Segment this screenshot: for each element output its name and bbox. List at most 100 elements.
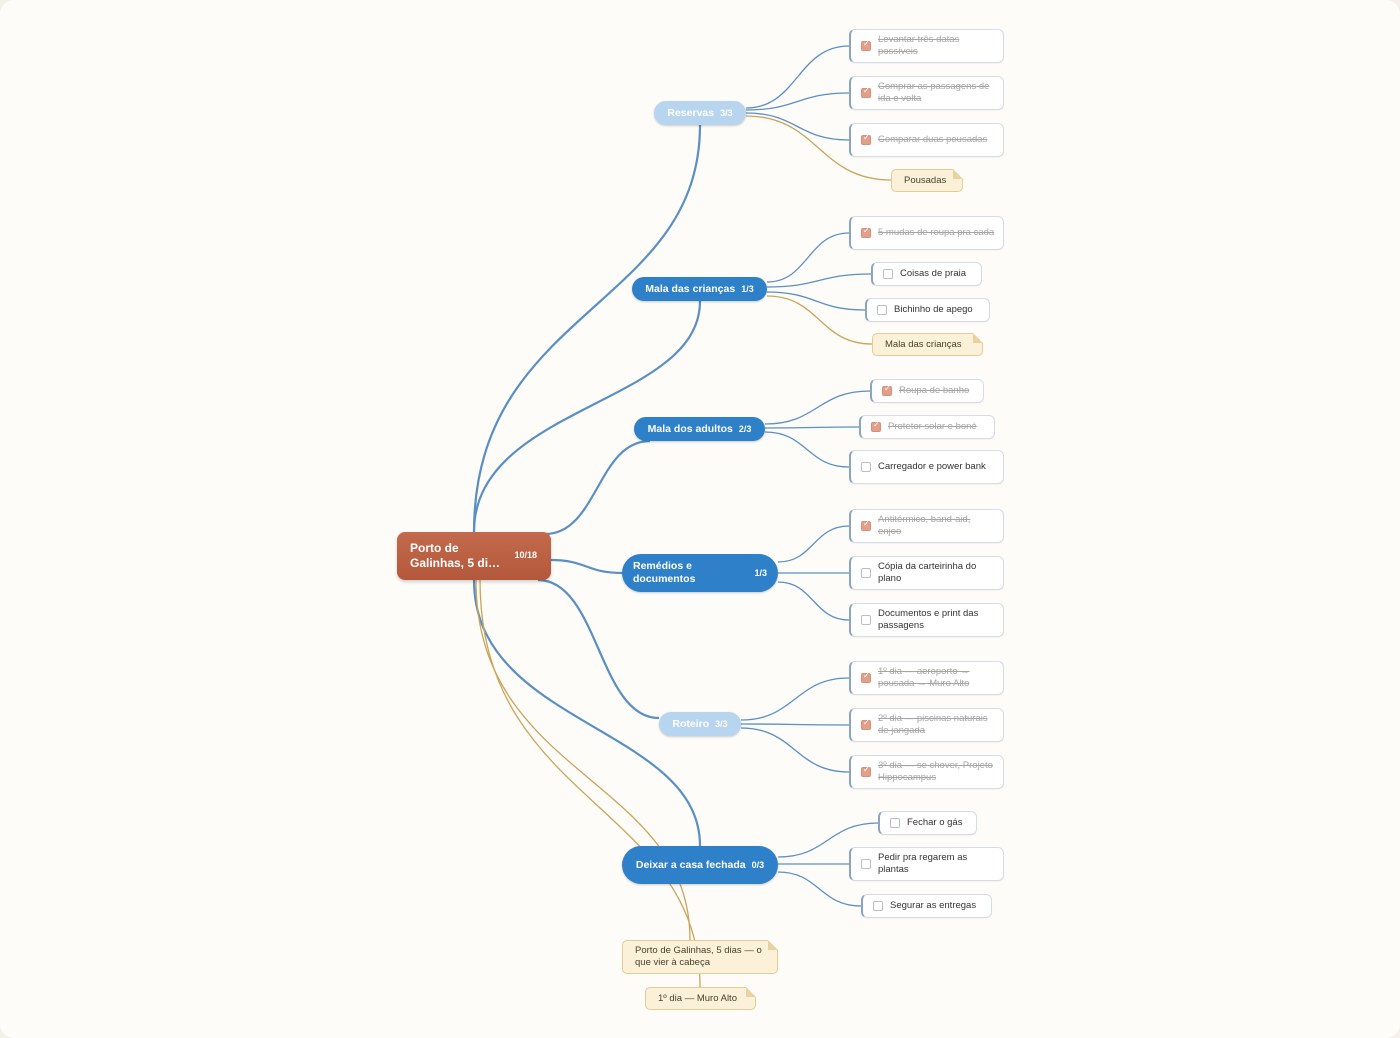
task-label: Carregador e power bank: [878, 461, 986, 472]
branch-progress-count: 2/3: [738, 424, 752, 434]
branch-progress-count: 0/3: [751, 860, 765, 870]
branch-note-link: [766, 295, 873, 345]
branch-node-mala-dos-adultos[interactable]: Mala dos adultos 2/3: [634, 417, 765, 441]
branch-task-link: [745, 92, 850, 111]
root-branch-link: [544, 439, 651, 536]
checkbox[interactable]: [861, 519, 871, 531]
checkbox[interactable]: [882, 384, 892, 396]
task-item[interactable]: Pedir pra regarem as plantas: [849, 847, 1004, 881]
task-label: Levantar três datas possíveis: [878, 34, 960, 57]
branch-node-mala-das-criancas[interactable]: Mala das crianças 1/3: [632, 277, 767, 301]
root-note-link: [479, 579, 701, 988]
checkbox[interactable]: [861, 226, 871, 238]
branch-task-link: [777, 525, 850, 563]
checkbox[interactable]: [861, 86, 871, 98]
root-branch-link: [537, 578, 660, 720]
branch-task-link: [764, 426, 860, 429]
branch-node-remedios-e-documentos[interactable]: Remédios e documentos 1/3: [622, 554, 778, 592]
checkbox[interactable]: [861, 133, 871, 145]
task-item[interactable]: 5 mudas de roupa pra cada: [849, 216, 1004, 250]
task-label: 5 mudas de roupa pra cada: [878, 227, 995, 238]
note-label: Pousadas: [904, 174, 947, 186]
task-label: Cópia da carteirinha do plano: [878, 561, 977, 584]
branch-label: Remédios e documentos: [633, 560, 696, 585]
branch-label: Mala dos adultos: [647, 423, 733, 435]
checkbox[interactable]: [861, 39, 871, 51]
branch-task-link: [766, 291, 866, 311]
checkbox[interactable]: [877, 305, 887, 315]
branch-task-link: [766, 232, 850, 283]
task-item[interactable]: Comparar duas pousadas: [849, 123, 1004, 157]
task-item[interactable]: Comprar as passagens de ida e volta: [849, 76, 1004, 110]
checkbox[interactable]: [861, 765, 871, 777]
task-item[interactable]: 2º dia — piscinas naturais de jangada: [849, 708, 1004, 742]
checkbox[interactable]: [861, 568, 871, 578]
branch-progress-count: 3/3: [715, 719, 728, 729]
task-label: 3º dia — se chover, Projeto Hippocampus: [878, 760, 993, 783]
branch-task-link: [777, 581, 850, 621]
branch-task-link: [745, 112, 850, 141]
task-label: 2º dia — piscinas naturais de jangada: [878, 713, 988, 736]
note-porto-de-galinhas[interactable]: Porto de Galinhas, 5 dias — o que vier à…: [622, 940, 778, 974]
task-item[interactable]: 3º dia — se chover, Projeto Hippocampus: [849, 755, 1004, 789]
note-mala-das-criancas[interactable]: Mala das crianças: [872, 333, 983, 356]
branch-task-link: [764, 431, 850, 468]
root-branch-link: [472, 579, 702, 847]
branch-progress-count: 1/3: [754, 568, 767, 578]
task-label: Pedir pra regarem as plantas: [878, 852, 968, 875]
branch-task-link: [740, 677, 850, 721]
checkbox[interactable]: [883, 269, 893, 279]
root-title: Porto de Galinhas, 5 di…: [410, 541, 501, 570]
branch-progress-count: 1/3: [741, 284, 754, 294]
branch-label: Mala das crianças: [645, 283, 736, 295]
checkbox[interactable]: [890, 818, 900, 828]
checkbox[interactable]: [861, 615, 871, 625]
task-item[interactable]: Segurar as entregas: [861, 894, 992, 918]
task-item[interactable]: Roupa de banho: [870, 379, 984, 403]
checkbox[interactable]: [861, 462, 871, 472]
task-item[interactable]: Antitérmico, band-aid, enjoo: [849, 509, 1004, 543]
task-label: Antitérmico, band-aid, enjoo: [878, 514, 971, 537]
checkbox[interactable]: [873, 901, 883, 911]
task-item[interactable]: Carregador e power bank: [849, 450, 1004, 484]
task-item[interactable]: Coisas de praia: [871, 262, 982, 286]
task-item[interactable]: Cópia da carteirinha do plano: [849, 556, 1004, 590]
task-label: Fechar o gás: [907, 817, 963, 828]
task-item[interactable]: Levantar três datas possíveis: [849, 29, 1004, 63]
note-primeiro-dia[interactable]: 1º dia — Muro Alto: [645, 987, 756, 1010]
checkbox[interactable]: [861, 859, 871, 869]
task-label: Roupa de banho: [899, 385, 970, 396]
task-item[interactable]: Protetor solar e boné: [859, 415, 995, 439]
branch-label: Deixar a casa fechada: [635, 859, 746, 871]
task-label: Bichinho de apego: [894, 304, 973, 315]
branch-task-link: [766, 273, 872, 288]
branch-label: Roteiro: [672, 718, 710, 730]
checkbox[interactable]: [861, 718, 871, 730]
task-label: 1º dia — aeroporto → pousada → Muro Alto: [878, 666, 970, 689]
task-item[interactable]: 1º dia — aeroporto → pousada → Muro Alto: [849, 661, 1004, 695]
root-branch-link: [472, 300, 702, 533]
root-note-link: [475, 579, 691, 941]
branch-node-roteiro[interactable]: Roteiro 3/3: [659, 712, 741, 736]
note-label: Mala das crianças: [885, 338, 962, 350]
note-pousadas[interactable]: Pousadas: [891, 169, 963, 192]
task-label: Comprar as passagens de ida e volta: [878, 81, 990, 104]
task-label: Segurar as entregas: [890, 900, 977, 911]
branch-task-link: [740, 723, 850, 726]
branch-task-link: [777, 822, 879, 858]
root-branch-link: [472, 124, 702, 533]
checkbox[interactable]: [861, 671, 871, 683]
note-label: 1º dia — Muro Alto: [658, 992, 737, 1004]
task-item[interactable]: Documentos e print das passagens: [849, 603, 1004, 637]
branch-node-reservas[interactable]: Reservas 3/3: [654, 101, 746, 125]
branch-node-deixar-a-casa-fechada[interactable]: Deixar a casa fechada 0/3: [622, 846, 778, 884]
branch-progress-count: 3/3: [720, 108, 733, 118]
checkbox[interactable]: [871, 420, 881, 432]
root-node[interactable]: Porto de Galinhas, 5 di… 10/18: [397, 532, 551, 580]
task-item[interactable]: Bichinho de apego: [865, 298, 990, 322]
root-branch-link: [550, 558, 623, 575]
root-progress-count: 10/18: [514, 550, 537, 560]
task-item[interactable]: Fechar o gás: [878, 811, 977, 835]
